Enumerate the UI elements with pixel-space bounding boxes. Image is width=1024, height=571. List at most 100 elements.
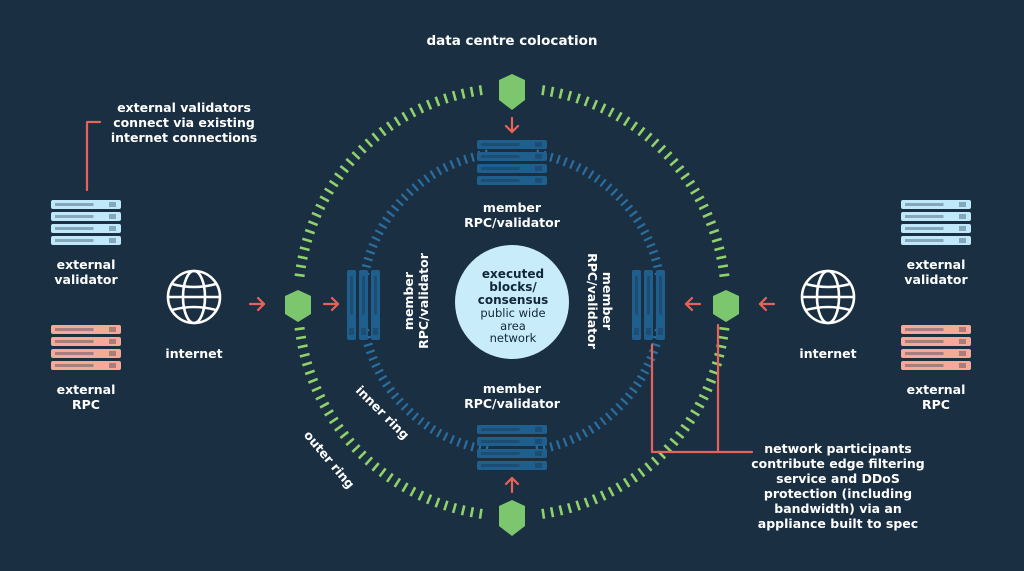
server-unit [477, 176, 547, 185]
server-unit [901, 236, 971, 245]
server-slot [55, 203, 94, 206]
server-slot [905, 364, 944, 367]
ring-dash [400, 193, 409, 202]
ring-dash [624, 392, 634, 400]
ring-dash [364, 456, 374, 466]
server-led [109, 351, 116, 356]
server-led [109, 202, 116, 207]
core-subtitle-line: area [500, 318, 526, 333]
ring-dash [425, 494, 433, 505]
ring-dash [583, 96, 590, 107]
server-led [361, 328, 366, 335]
server-unit [371, 270, 380, 340]
server-unit [51, 212, 121, 221]
ring-dash [364, 138, 374, 148]
ring-dash [301, 361, 313, 367]
ring-dash [549, 152, 554, 162]
ring-dash [591, 494, 599, 505]
server-slot [481, 452, 520, 455]
ring-dash [716, 255, 727, 260]
server-slot [481, 143, 520, 146]
member-server-bottom-icon [477, 425, 547, 470]
globe-right-icon [800, 269, 856, 325]
ring-dash [324, 409, 334, 417]
callout-line-left [85, 120, 102, 192]
ring-dash [541, 85, 546, 96]
ring-dash [311, 385, 322, 393]
ring-dash [460, 88, 466, 99]
ring-dash [435, 428, 443, 438]
server-unit [901, 200, 971, 209]
left-external-validator-label: external validator [54, 257, 117, 287]
server-unit [51, 349, 121, 358]
ring-dash [644, 132, 653, 142]
ring-dash [630, 472, 639, 483]
ring-dash [604, 183, 613, 192]
ring-dash [371, 132, 380, 142]
server-led [535, 427, 542, 432]
ring-dash [456, 437, 462, 447]
server-unit [901, 349, 971, 358]
ring-dash [685, 416, 696, 425]
ring-dash [365, 349, 376, 355]
member-label-line: member [482, 381, 542, 396]
ring-dash [648, 349, 659, 355]
ring-dash [417, 103, 425, 114]
member-label-line: RPC/validator [464, 215, 560, 230]
ring-dash [434, 497, 441, 508]
ring-dash [395, 198, 404, 207]
server-led [109, 327, 116, 332]
ring-dash [294, 273, 305, 278]
server-unit [51, 236, 121, 245]
ring-dash [382, 380, 391, 388]
ring-dash [378, 222, 388, 230]
ring-dash [339, 164, 350, 174]
inner-ring-dashes [358, 149, 666, 455]
label-line: RPC [922, 397, 950, 412]
callout-line-text: appliance built to spec [757, 516, 919, 531]
shield-bottom-icon [499, 500, 525, 536]
server-led [109, 226, 116, 231]
server-led [959, 226, 966, 231]
ring-dash [357, 450, 367, 460]
ring-dash [304, 228, 316, 235]
ring-dash [581, 166, 589, 176]
ring-dash [470, 442, 475, 452]
ring-dash [297, 255, 308, 260]
ring-dash [315, 203, 326, 211]
ring-dash [646, 242, 656, 249]
callout-line-text: protection (including [763, 486, 913, 501]
ring-dash [365, 249, 376, 255]
server-slot [55, 215, 94, 218]
ring-dash [640, 368, 650, 375]
ring-dash [435, 166, 443, 176]
ring-dash [648, 249, 659, 255]
server-unit [477, 425, 547, 434]
label-line: external [906, 382, 966, 397]
ring-dash [368, 242, 378, 249]
ring-dash [643, 235, 653, 242]
server-slot [55, 328, 94, 331]
ring-dash [385, 121, 394, 132]
ring-dash [442, 431, 449, 441]
ring-dash [478, 85, 483, 96]
ring-dash [630, 121, 639, 132]
ring-dash [339, 430, 350, 440]
globe-left-icon [166, 269, 222, 325]
server-slot [635, 276, 638, 315]
server-slot [481, 440, 520, 443]
ring-dash [615, 193, 624, 202]
ring-dash [434, 96, 441, 107]
ring-dash [374, 368, 384, 375]
ring-dash [615, 482, 623, 493]
server-slot [55, 227, 94, 230]
ring-dash [409, 107, 417, 118]
ring-dash [549, 442, 554, 452]
core-title: executed blocks/ consensus [457, 268, 569, 307]
ring-dash [442, 163, 449, 173]
ring-dash [463, 154, 469, 164]
ring-dash [390, 204, 400, 212]
server-led [959, 351, 966, 356]
core-subtitle-line: public wide [480, 306, 546, 320]
